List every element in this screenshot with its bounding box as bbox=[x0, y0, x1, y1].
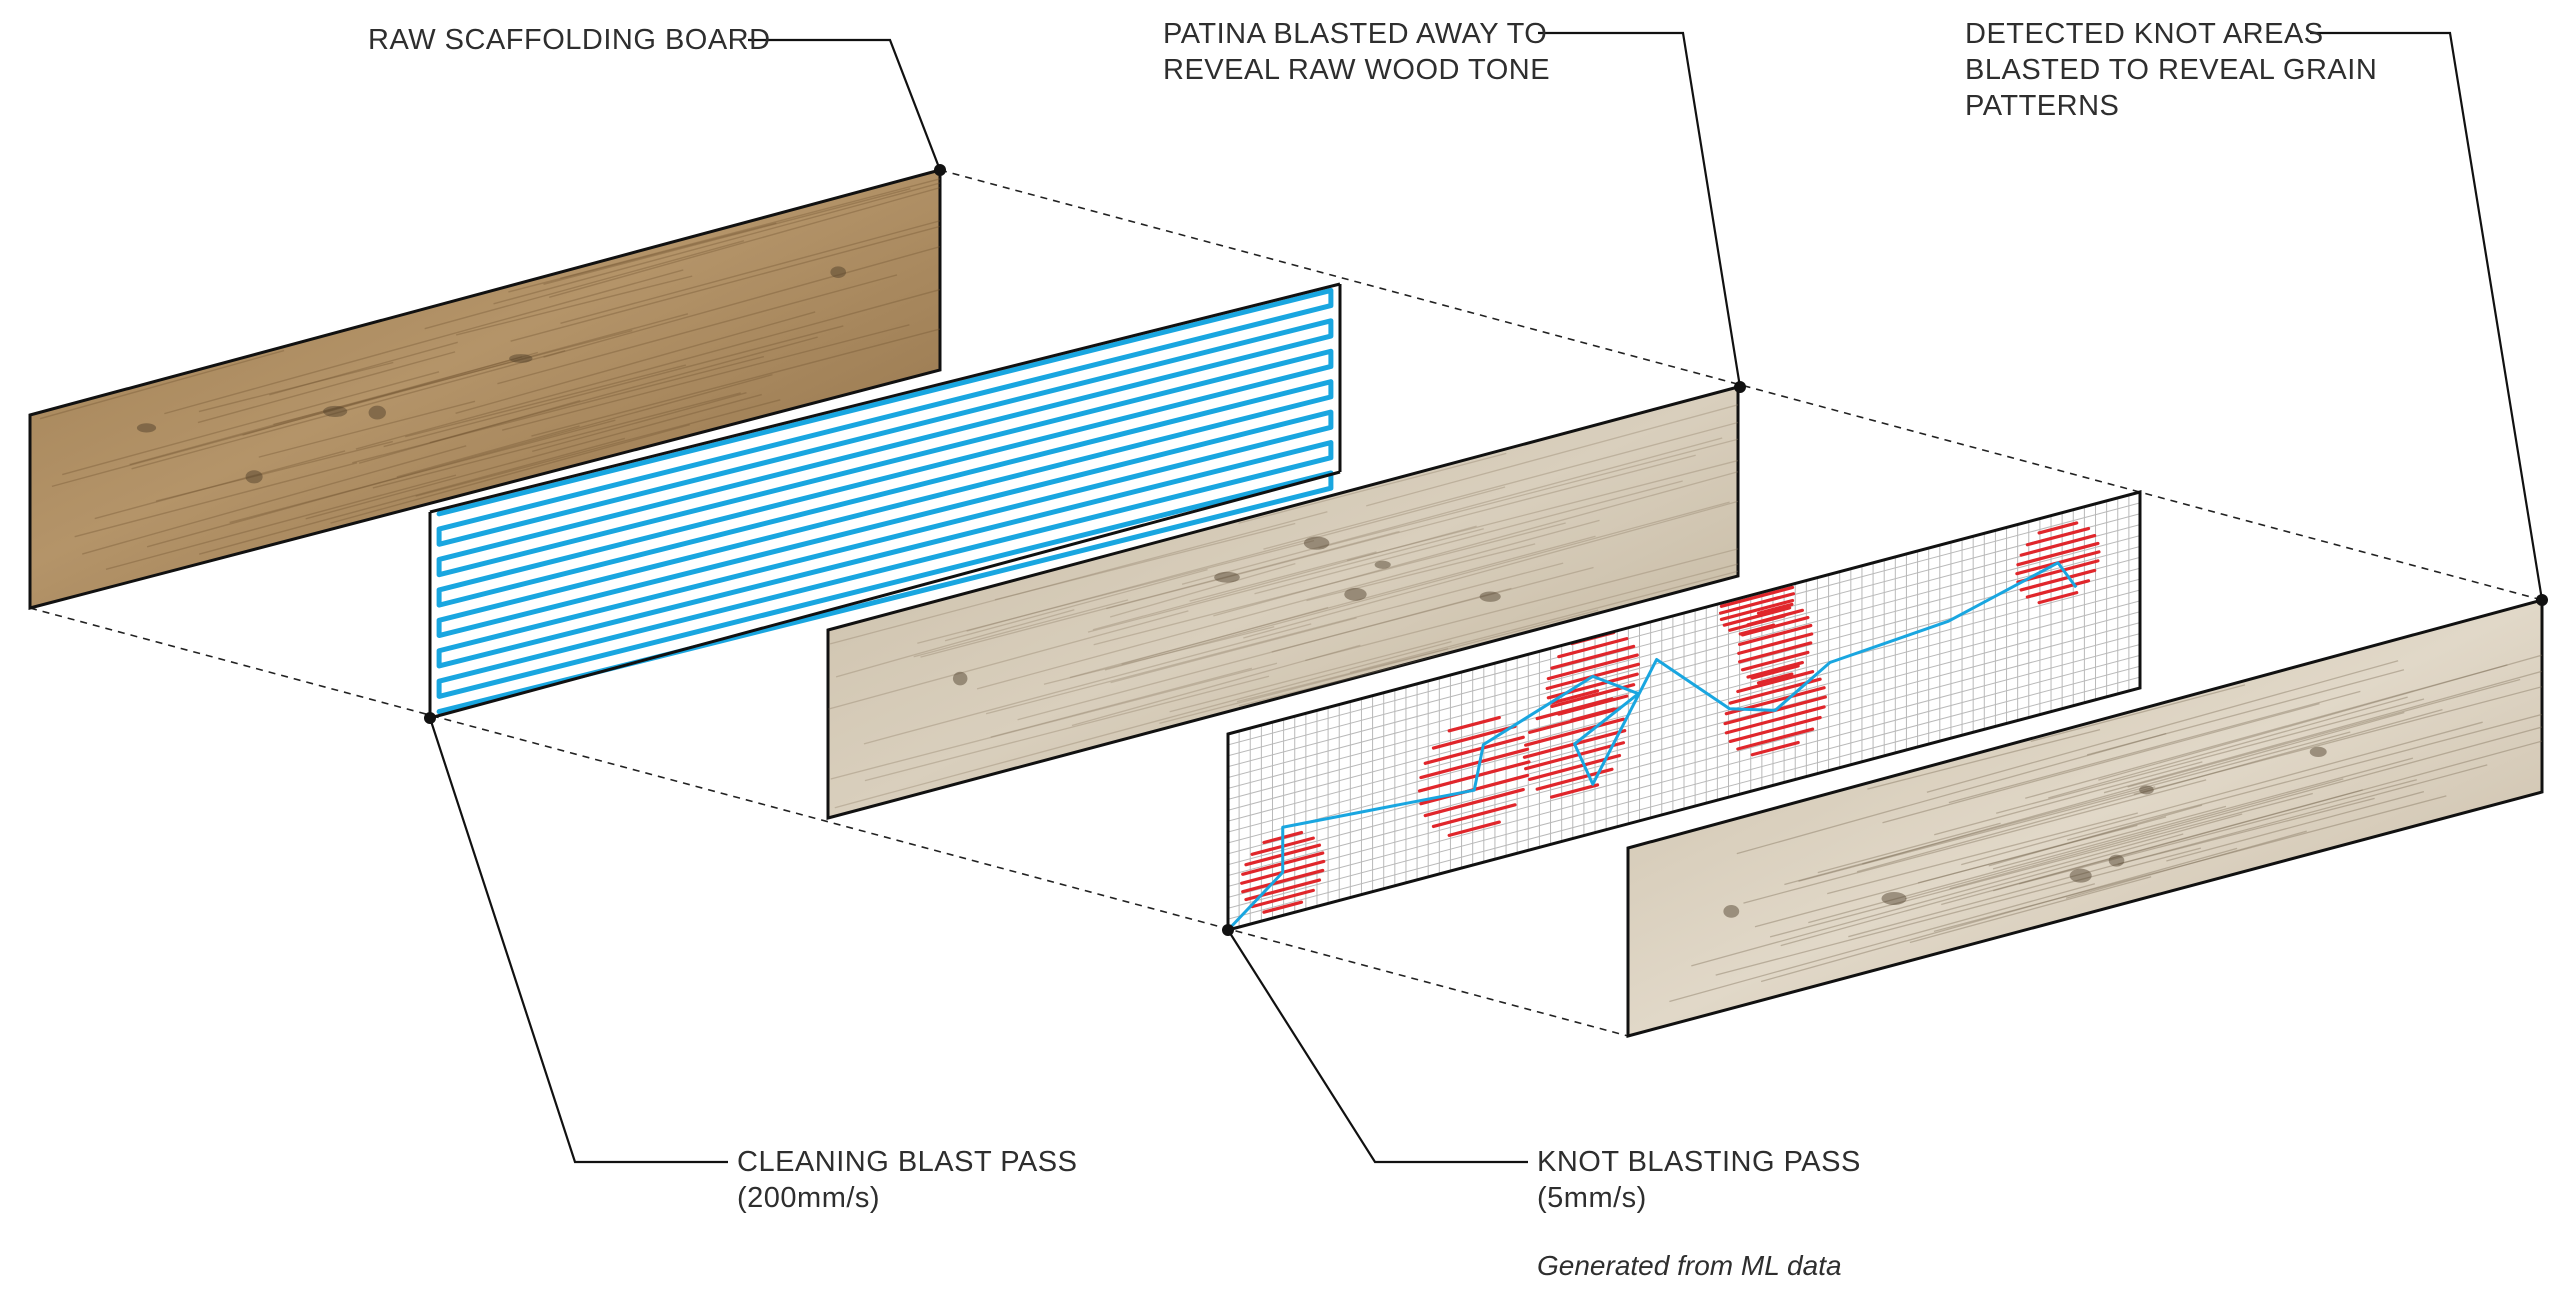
patina-label: PATINA BLASTED AWAY TO REVEAL RAW WOOD T… bbox=[1163, 16, 1550, 88]
projection-lines bbox=[29, 169, 2543, 1037]
cleaning-pass-panel bbox=[428, 282, 1342, 720]
knots-detected-label: DETECTED KNOT AREAS BLASTED TO REVEAL GR… bbox=[1965, 16, 2377, 124]
cleaned-board-panel bbox=[826, 385, 1740, 820]
final-board-panel bbox=[1626, 598, 2544, 1038]
patina-label-line-2: REVEAL RAW WOOD TONE bbox=[1163, 54, 1551, 86]
raw-board-label-line: RAW SCAFFOLDING BOARD bbox=[368, 24, 771, 56]
knot-pass-panel bbox=[1226, 490, 2142, 932]
cleaning-pass-label-line-1: CLEANING BLAST PASS bbox=[737, 1146, 1078, 1178]
anchor-dots bbox=[424, 164, 2548, 936]
raw-board-panel bbox=[28, 168, 942, 610]
patina-label-line-1: PATINA BLASTED AWAY TO bbox=[1163, 18, 1548, 50]
cleaning-pass-label: CLEANING BLAST PASS (200mm/s) bbox=[737, 1144, 1077, 1216]
knots-detected-label-line-3: PATTERNS bbox=[1965, 90, 2120, 122]
leader-lines bbox=[428, 31, 2544, 1164]
knot-pass-label-line-1: KNOT BLASTING PASS bbox=[1537, 1146, 1861, 1178]
knot-pass-label: KNOT BLASTING PASS (5mm/s) bbox=[1537, 1144, 1861, 1216]
footnote: Generated from ML data bbox=[1537, 1250, 1842, 1281]
raw-board-label: RAW SCAFFOLDING BOARD bbox=[368, 22, 771, 58]
knots-detected-label-line-1: DETECTED KNOT AREAS bbox=[1965, 18, 2324, 50]
cleaning-pass-label-line-2: (200mm/s) bbox=[737, 1182, 881, 1214]
knots-detected-label-line-2: BLASTED TO REVEAL GRAIN bbox=[1965, 54, 2378, 86]
knot-pass-label-line-2: (5mm/s) bbox=[1537, 1182, 1647, 1214]
